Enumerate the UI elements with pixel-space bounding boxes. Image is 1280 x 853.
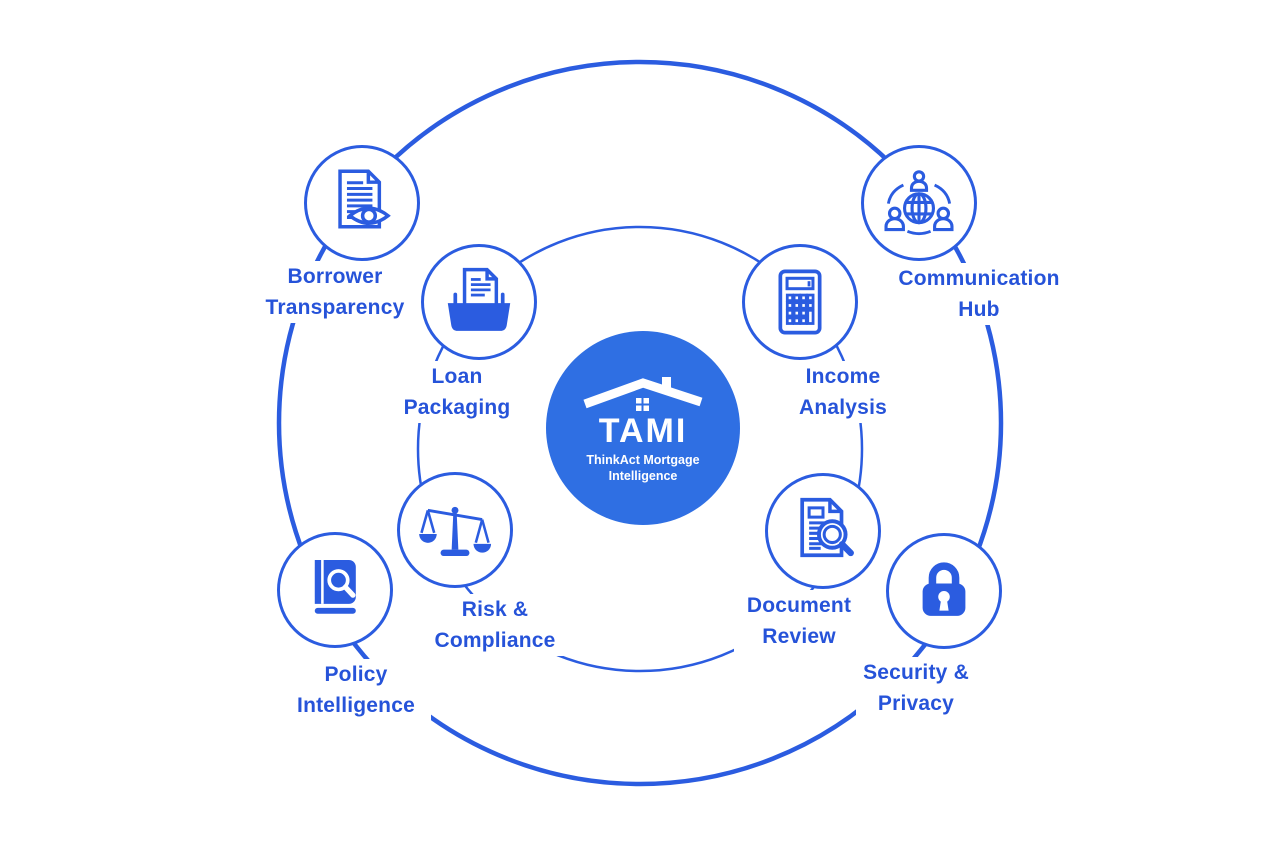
node-document-review — [765, 473, 881, 589]
hub-subtitle-line2: Intelligence — [608, 468, 678, 483]
label-policy-intelligence: Policy Intelligence — [281, 659, 431, 721]
book-magnifier-icon — [314, 559, 356, 614]
label-document-review: Document Review — [734, 590, 864, 652]
house-roof-icon — [583, 377, 703, 411]
node-policy-intelligence — [277, 532, 393, 648]
outer-ring — [276, 59, 1004, 787]
padlock-icon — [922, 562, 966, 616]
label-income-analysis: Income Analysis — [783, 361, 903, 423]
document-eye-icon — [338, 169, 391, 229]
label-communication-hub: Communication Hub — [884, 263, 1074, 325]
hub-subtitle-line1: ThinkAct Mortgage — [586, 453, 700, 467]
inner-ring — [416, 225, 864, 673]
label-security-privacy: Security & Privacy — [856, 657, 976, 719]
node-security-privacy — [886, 533, 1002, 649]
calculator-icon — [778, 269, 822, 335]
scales-icon — [419, 506, 492, 557]
label-loan-packaging: Loan Packaging — [397, 361, 517, 423]
label-risk-compliance: Risk & Compliance — [425, 594, 565, 656]
folder-document-icon — [447, 267, 511, 331]
node-communication-hub — [861, 145, 977, 261]
node-risk-compliance — [397, 472, 513, 588]
node-income-analysis — [742, 244, 858, 360]
magnifier-document-icon — [800, 497, 854, 558]
hub-acronym: TAMI — [598, 412, 688, 450]
node-borrower-transparency — [304, 145, 420, 261]
globe-people-icon — [884, 170, 954, 236]
node-loan-packaging — [421, 244, 537, 360]
hub-subtitle: ThinkAct Mortgage Intelligence — [586, 453, 699, 484]
center-hub: TAMI ThinkAct Mortgage Intelligence — [546, 331, 740, 525]
label-borrower-transparency: Borrower Transparency — [250, 261, 420, 323]
